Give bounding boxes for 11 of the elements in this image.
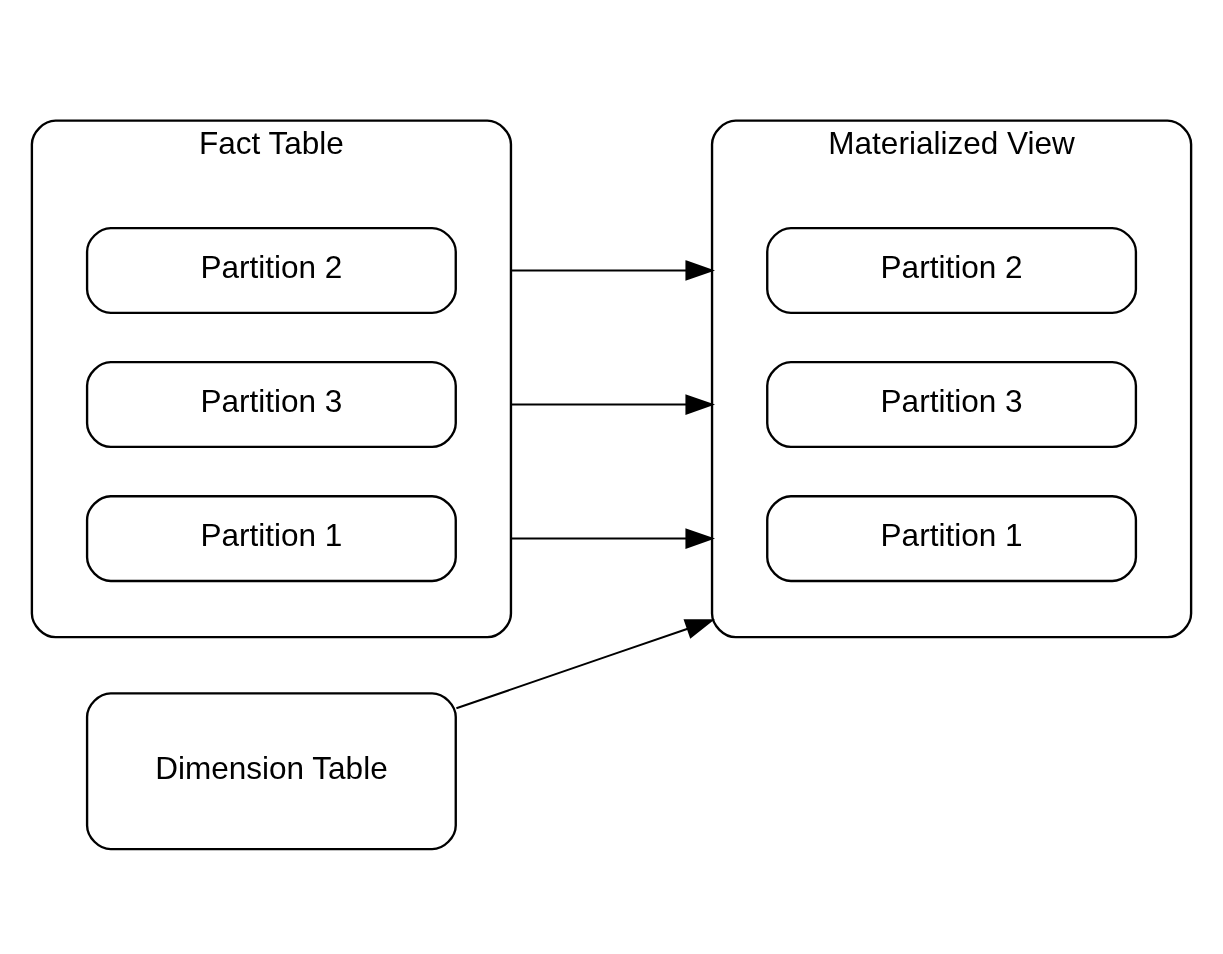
arrow (509, 528, 716, 549)
arrow (509, 260, 716, 281)
node-box: Partition 1 (85, 495, 457, 583)
node-box: Partition 2 (766, 226, 1138, 315)
node-box: Partition 2 (85, 226, 457, 315)
node-box: Dimension Table (85, 692, 457, 851)
arrow (455, 619, 715, 710)
node-box: Partition 1 (766, 495, 1138, 583)
node-box: Partition 3 (766, 360, 1138, 449)
arrow (509, 394, 716, 415)
node-box: Partition 3 (85, 360, 457, 449)
